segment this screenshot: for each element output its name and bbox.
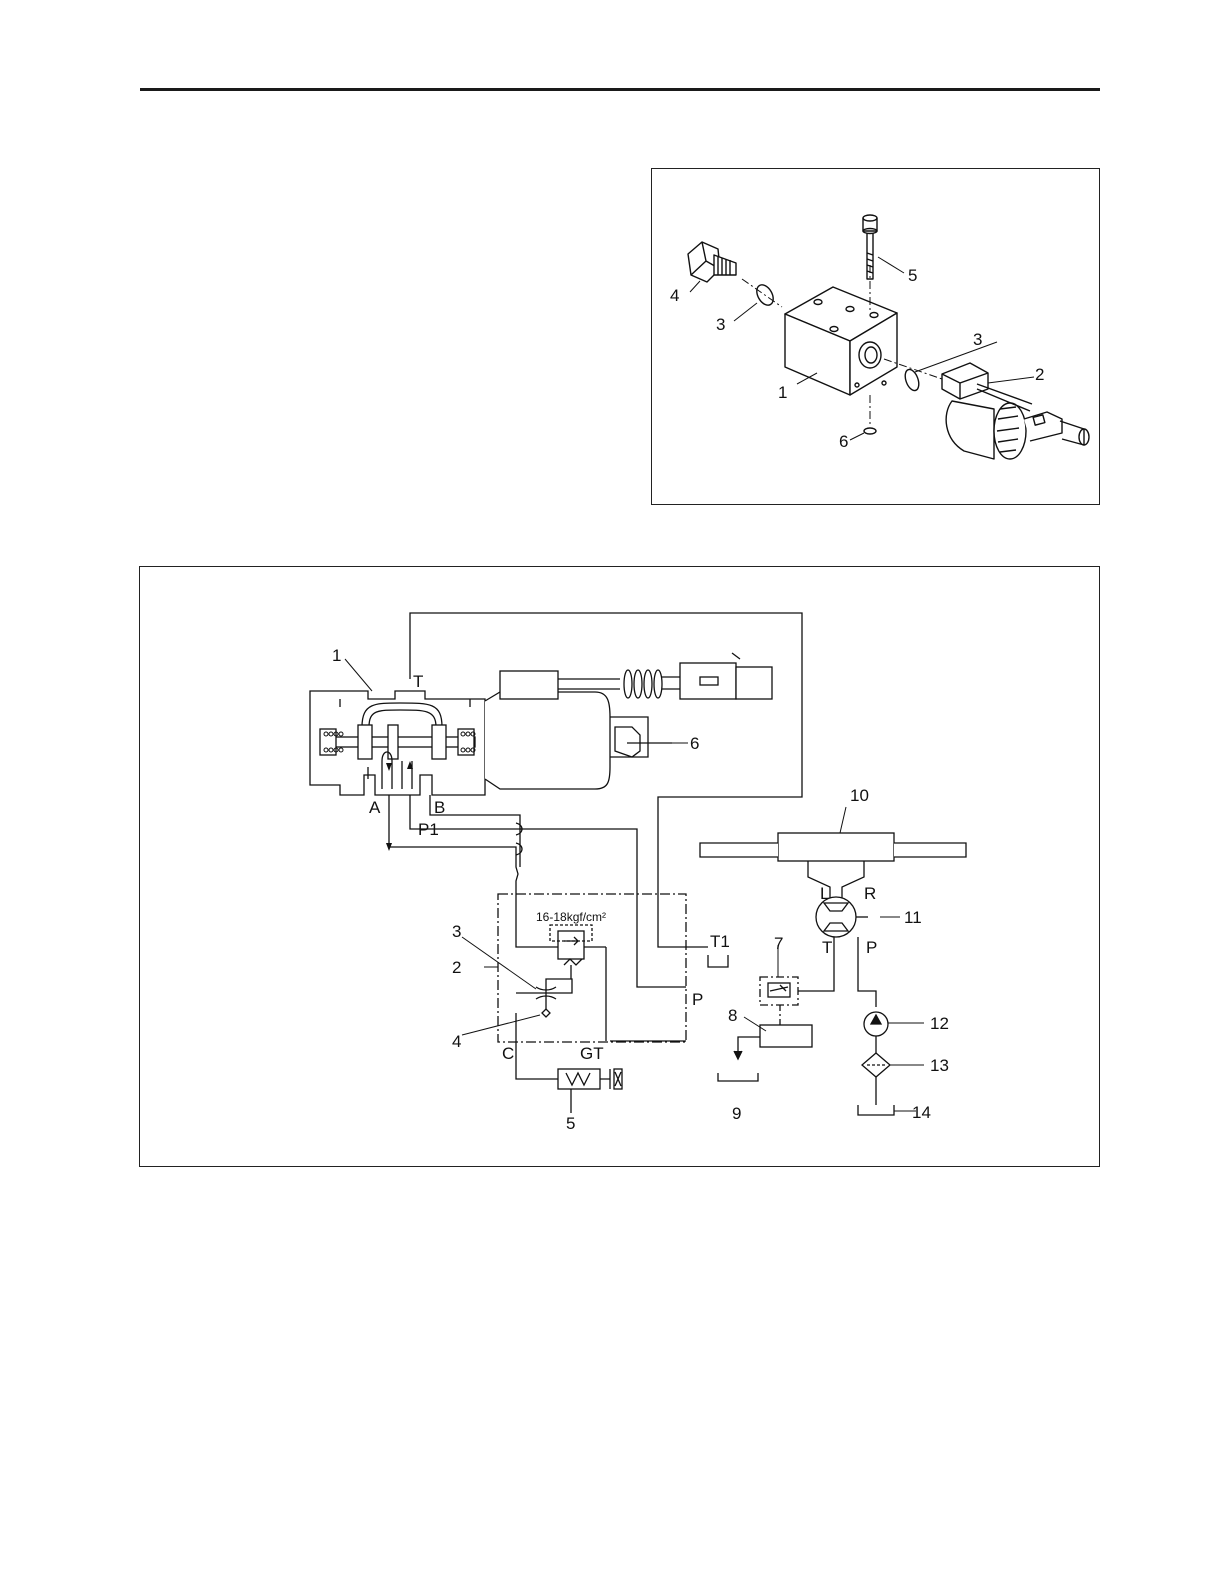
callout-6: 6	[690, 734, 699, 753]
exploded-view-drawing: 4 3 5 3 2 1 6	[652, 169, 1101, 506]
callout-6: 6	[839, 432, 848, 451]
cylinder-8	[760, 1025, 812, 1047]
callout-9: 9	[732, 1104, 741, 1123]
port-t1: T1	[710, 932, 730, 951]
port-c: C	[502, 1044, 514, 1063]
port-p: P	[692, 990, 703, 1009]
relief-valve	[558, 931, 584, 959]
callout-3-right: 3	[973, 330, 982, 349]
hydraulic-circuit-figure: 1 T 6 A B P1 10 L R 11 T P T1 7 P 3 2 4 …	[139, 566, 1100, 1167]
callout-10: 10	[850, 786, 869, 805]
steering-cylinder	[778, 833, 894, 861]
header-rule	[140, 88, 1100, 91]
o-ring-bottom	[864, 428, 876, 434]
cutoff-valve	[558, 1069, 600, 1089]
port-p-unit: P	[866, 938, 877, 957]
solenoid-body	[485, 671, 648, 789]
port-p1: P1	[418, 820, 439, 839]
tank-t1	[708, 955, 728, 967]
valve-section	[310, 691, 485, 795]
callout-11: 11	[904, 908, 922, 927]
callout-4: 4	[452, 1032, 461, 1051]
callout-4: 4	[670, 286, 679, 305]
valve-block	[785, 287, 897, 395]
callout-2: 2	[452, 958, 461, 977]
callout-1: 1	[332, 646, 341, 665]
exploded-view-figure: 4 3 5 3 2 1 6	[651, 168, 1100, 505]
filter	[862, 1053, 890, 1077]
callout-3-left: 3	[716, 315, 725, 334]
callout-5: 5	[908, 266, 917, 285]
line-p1	[410, 795, 683, 987]
check-valve	[542, 1009, 550, 1017]
port-b: B	[434, 798, 445, 817]
pressure-setting-label: 16-18kgf/cm²	[536, 910, 606, 924]
port-l: L	[820, 884, 829, 903]
fitting-plug	[688, 242, 736, 282]
callout-12: 12	[930, 1014, 949, 1033]
port-r: R	[864, 884, 876, 903]
callout-3: 3	[452, 922, 461, 941]
callout-1: 1	[778, 383, 787, 402]
port-gt: GT	[580, 1044, 604, 1063]
tank-14	[858, 1105, 894, 1115]
callout-8: 8	[728, 1006, 737, 1025]
callout-5: 5	[566, 1114, 575, 1133]
callout-13: 13	[930, 1056, 949, 1075]
callout-14: 14	[912, 1103, 931, 1122]
hydraulic-circuit-drawing: 1 T 6 A B P1 10 L R 11 T P T1 7 P 3 2 4 …	[140, 567, 1101, 1168]
connector-coils	[624, 653, 772, 699]
line-a	[389, 795, 518, 897]
port-a: A	[369, 798, 381, 817]
callout-2: 2	[1035, 365, 1044, 384]
solenoid-coil	[942, 363, 1089, 459]
tank-9	[718, 1073, 758, 1081]
callout-7: 7	[774, 934, 783, 953]
port-t-unit: T	[822, 938, 832, 957]
port-t: T	[413, 672, 423, 691]
